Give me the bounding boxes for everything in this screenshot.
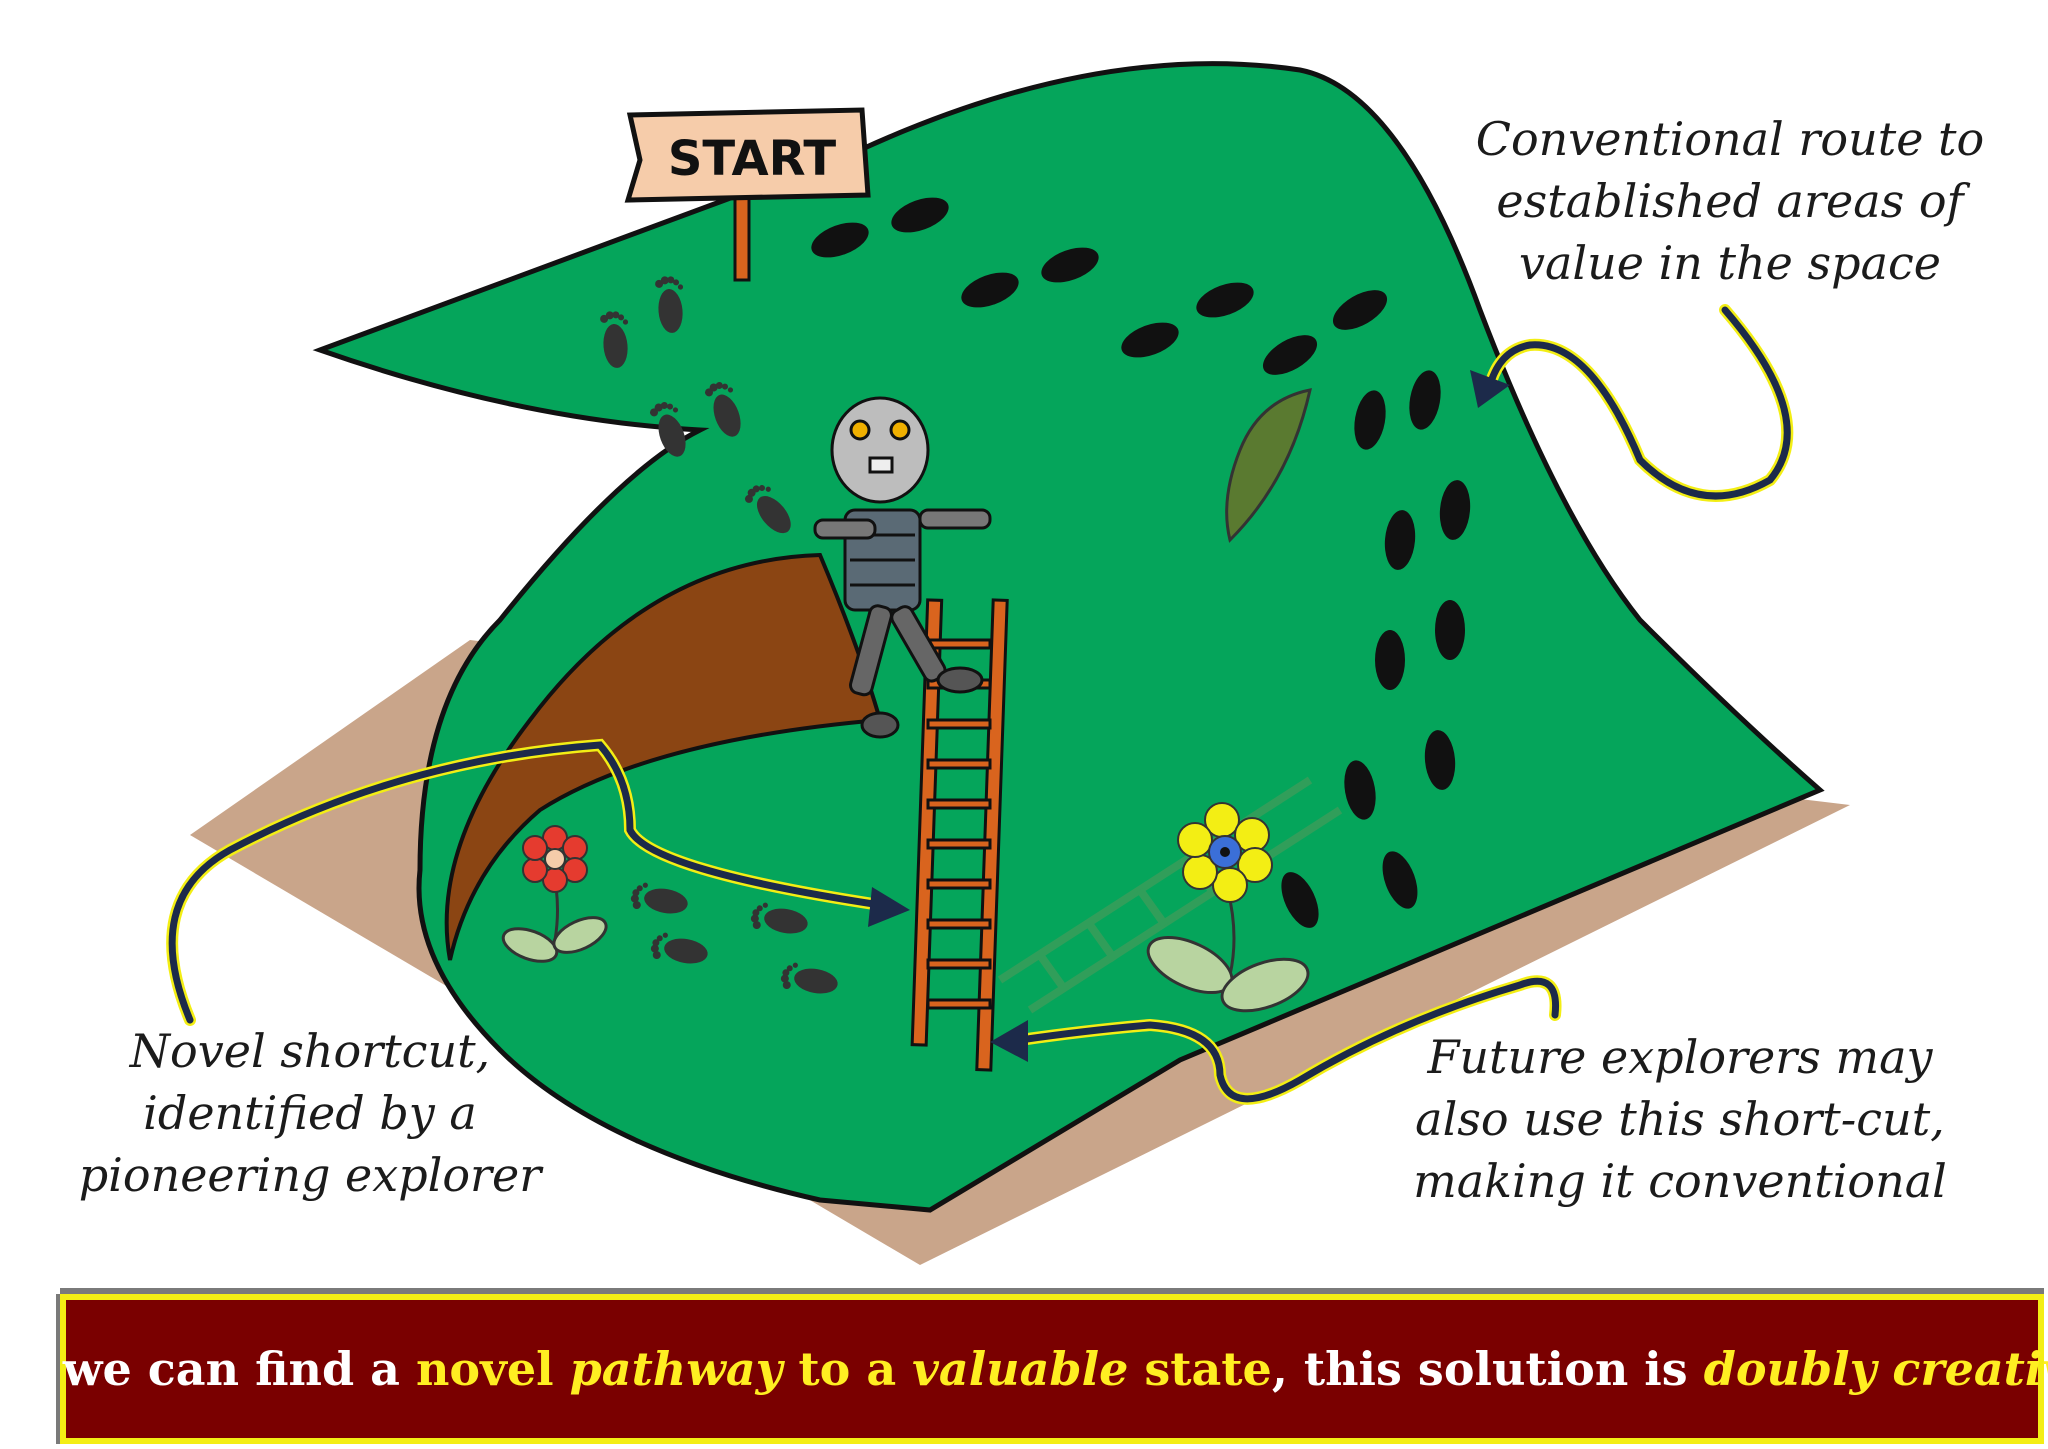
arrow-future-explorers xyxy=(990,975,1562,1105)
caption-line: value in the space xyxy=(1519,236,1941,290)
banner-segment: to a xyxy=(782,1342,913,1396)
arrow-novel-shortcut xyxy=(166,738,910,1026)
caption-line: Future explorers may xyxy=(1427,1030,1933,1084)
flower-icon xyxy=(501,825,608,963)
caption-line: pioneering explorer xyxy=(78,1148,542,1202)
conclusion-banner: If we can find a novel pathway to a valu… xyxy=(6,1294,2048,1444)
banner-highlight-doubly-creative: doubly creative xyxy=(1703,1342,2048,1396)
caption-line: Conventional route to xyxy=(1475,112,1985,166)
banner-highlight-state: state xyxy=(1128,1342,1272,1396)
caption-future-explorers: Future explorers may also use this short… xyxy=(1380,1026,1980,1212)
banner-highlight-novel: novel xyxy=(415,1342,570,1396)
arrow-conventional-route xyxy=(1470,304,1794,502)
banner-highlight-valuable: valuable xyxy=(912,1342,1129,1396)
shoeprint-icon xyxy=(1435,600,1465,660)
caption-line: also use this short-cut, xyxy=(1415,1092,1945,1146)
caption-line: identified by a xyxy=(143,1086,477,1140)
caption-conventional-route: Conventional route to established areas … xyxy=(1440,108,2020,294)
caption-line: established areas of xyxy=(1496,174,1964,228)
green-hill xyxy=(312,61,1825,1213)
hill-fold xyxy=(1225,388,1312,543)
banner-segment: , this solution is xyxy=(1271,1342,1704,1396)
flower-icon xyxy=(1146,802,1310,1013)
banner-highlight-pathway: pathway xyxy=(569,1342,783,1396)
ladder-icon xyxy=(910,598,1009,1072)
banner-text: If we can find a novel pathway to a valu… xyxy=(6,1342,2048,1396)
banner-segment: If we can find a xyxy=(5,1342,416,1396)
caption-line: Novel shortcut, xyxy=(129,1024,491,1078)
start-signpost: START xyxy=(624,107,871,282)
shoeprint-icon xyxy=(1375,630,1405,690)
robot-icon xyxy=(813,396,992,739)
start-sign-label: START xyxy=(668,131,837,187)
caption-line: making it conventional xyxy=(1413,1154,1947,1208)
caption-novel-shortcut: Novel shortcut, identified by a pioneeri… xyxy=(40,1020,580,1206)
